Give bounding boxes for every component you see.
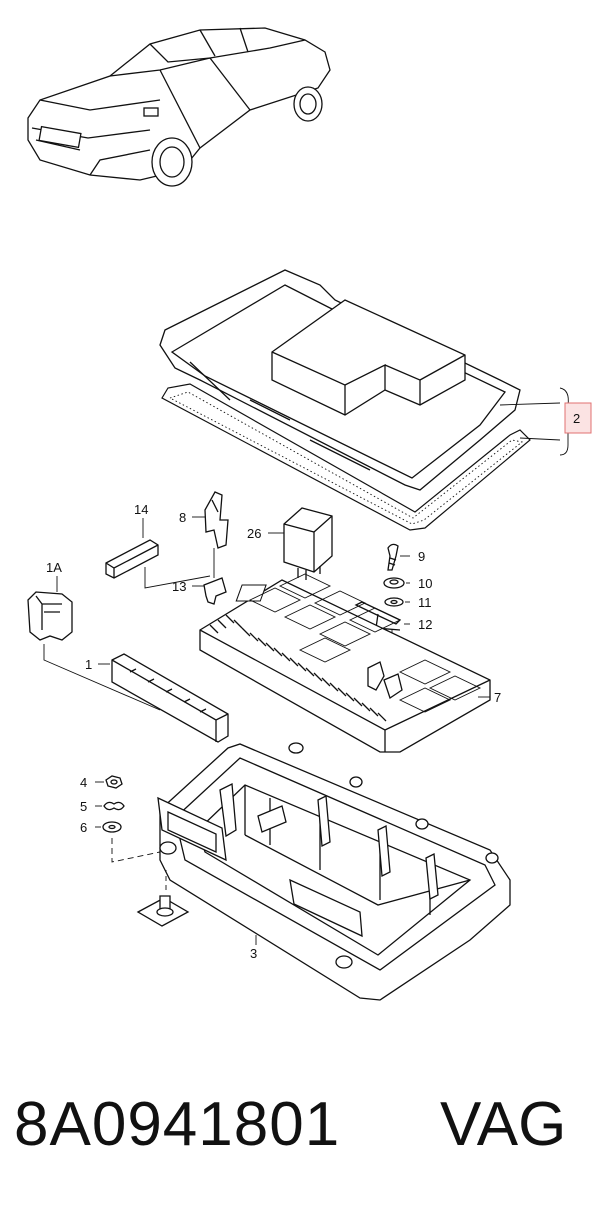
callout-11: 11 — [418, 595, 432, 610]
part-1a — [27, 576, 161, 711]
callout-12: 12 — [418, 617, 432, 632]
part-5 — [95, 801, 125, 811]
callout-5: 5 — [80, 799, 87, 814]
callout-6: 6 — [80, 820, 87, 835]
exploded-parts-diagram: 2 14 8 13 26 9 10 — [27, 27, 592, 1001]
part-7 — [199, 573, 491, 753]
part-10 — [383, 577, 410, 589]
callout-8: 8 — [179, 510, 186, 525]
callout-2: 2 — [573, 411, 580, 426]
part-8 — [192, 491, 229, 549]
cover-part-2 — [159, 269, 573, 531]
part-14 — [105, 518, 211, 589]
footer: 8A0941801 VAG — [0, 1085, 600, 1165]
callout-1: 1 — [85, 657, 92, 672]
part-4 — [95, 775, 123, 789]
callout-4: 4 — [80, 775, 87, 790]
part-26 — [268, 507, 333, 580]
callout-1a: 1A — [46, 560, 62, 575]
callout-10: 10 — [418, 576, 432, 591]
mounting-bolt — [136, 870, 190, 927]
brand-label: VAG — [440, 1090, 567, 1159]
part-number: 8A0941801 — [14, 1090, 341, 1159]
car-illustration — [27, 27, 331, 187]
callout-2-highlight[interactable] — [564, 402, 592, 434]
part-11 — [384, 597, 410, 607]
part-1 — [98, 653, 229, 743]
callout-13: 13 — [172, 579, 186, 594]
callout-9: 9 — [418, 549, 425, 564]
callout-14: 14 — [134, 502, 148, 517]
part-13 — [192, 548, 227, 605]
part-6 — [95, 821, 161, 863]
callout-26: 26 — [247, 526, 261, 541]
part-3 — [157, 742, 511, 1001]
callout-7: 7 — [494, 690, 501, 705]
part-9 — [387, 543, 410, 571]
callout-3: 3 — [250, 946, 257, 961]
